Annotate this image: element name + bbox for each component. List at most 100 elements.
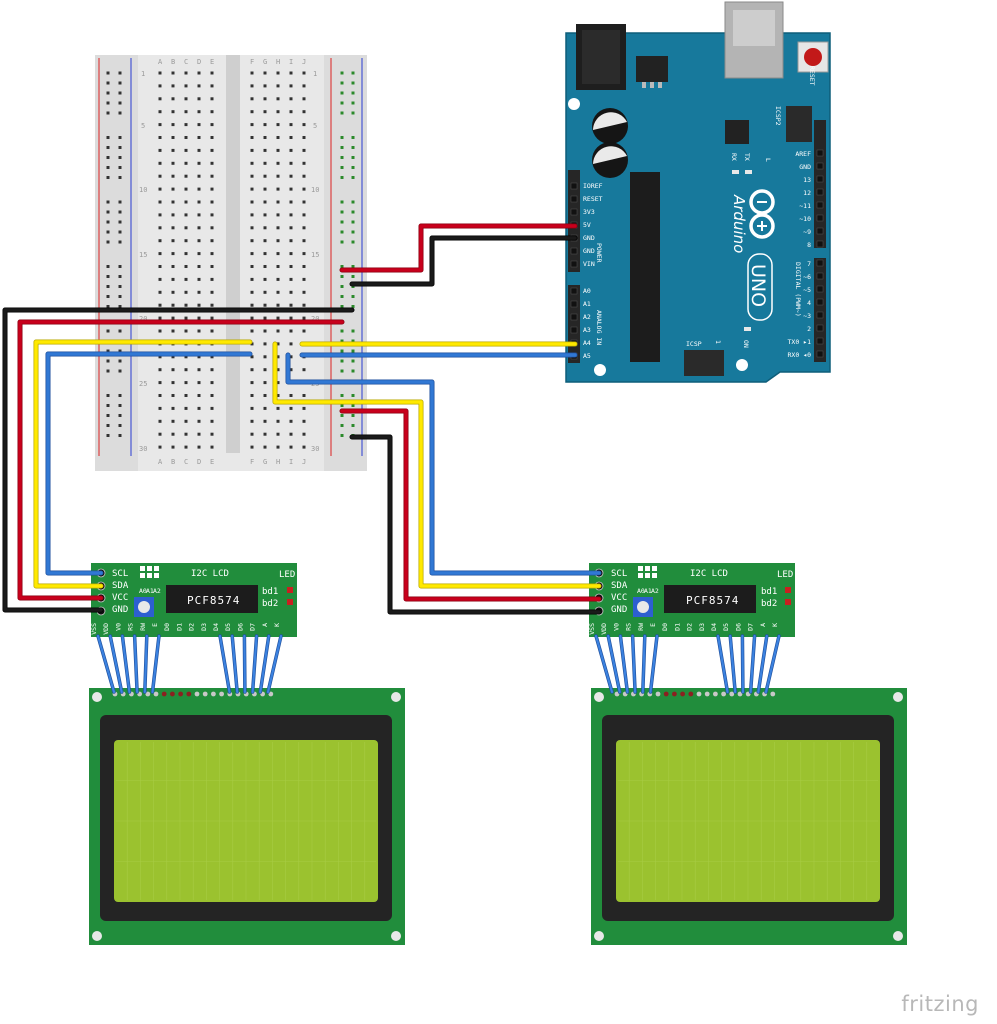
breadboard-column-letters-top: A B C D E F G H I J	[158, 58, 306, 66]
breadboard-hole	[197, 303, 201, 307]
l-label: L	[764, 158, 772, 162]
header-pin	[816, 272, 824, 280]
wire-gnd-arduino-to-rail[interactable]	[349, 235, 578, 287]
wire-5v-arduino-to-rail[interactable]	[339, 223, 578, 273]
digital-header-pins	[816, 149, 824, 358]
addr-label: A2	[153, 587, 161, 595]
breadboard-hole	[158, 187, 162, 191]
breadboard-hole	[158, 136, 162, 139]
breadboard-hole	[289, 329, 293, 333]
rail-hole	[118, 210, 122, 214]
breadboard-hole	[289, 200, 293, 204]
i2c-lcd-module-left: SCL SDA VCC GND A0 A1 A2 I2C LCD LED bd1…	[90, 563, 297, 637]
rail-hole	[106, 101, 110, 105]
breadboard-hole	[210, 84, 214, 88]
breadboard-hole	[171, 123, 175, 127]
rail-hole	[118, 176, 122, 179]
rail-hole	[340, 71, 344, 75]
breadboard-hole	[263, 432, 267, 436]
lcd-pin-label: D4	[212, 623, 220, 631]
breadboard-hole	[184, 419, 188, 423]
breadboard-hole	[184, 368, 188, 372]
header-pin	[570, 300, 578, 308]
breadboard-hole	[184, 213, 188, 217]
lcd-pad	[680, 691, 685, 697]
rail-hole	[340, 156, 344, 159]
rail-hole	[118, 146, 122, 149]
breadboard-hole	[263, 303, 267, 307]
breadboard-hole	[197, 161, 201, 165]
rail-hole	[351, 200, 355, 204]
breadboard-hole	[171, 110, 175, 114]
row-number: 10	[139, 186, 147, 194]
breadboard-hole	[289, 71, 293, 75]
ribbon-wire	[649, 634, 659, 694]
wires	[2, 223, 781, 694]
ribbon-wire	[133, 634, 139, 694]
icsp-label: ICSP	[686, 340, 702, 348]
ribbon-wire	[259, 634, 270, 694]
rail-hole	[118, 166, 122, 169]
rail-hole	[118, 200, 122, 204]
lcd-pin-label: D3	[200, 623, 208, 631]
led-pin-label: bd2	[761, 599, 777, 609]
breadboard-hole	[197, 84, 201, 88]
breadboard-hole	[171, 277, 175, 281]
breadboard-hole	[263, 97, 267, 101]
ribbon-wire	[151, 634, 161, 694]
col-letter: D	[197, 458, 201, 466]
breadboard-hole	[250, 148, 254, 152]
breadboard-hole	[289, 213, 293, 217]
addr-label: A1	[644, 587, 652, 595]
rail-hole	[118, 136, 122, 139]
breadboard-hole	[250, 316, 254, 320]
breadboard-hole	[184, 252, 188, 256]
breadboard-hole	[250, 406, 254, 410]
breadboard-hole	[263, 277, 267, 281]
breadboard-hole	[184, 394, 188, 397]
rail-hole	[340, 329, 344, 333]
rail-hole	[106, 305, 110, 308]
breadboard-hole	[263, 161, 267, 165]
breadboard-hole	[250, 342, 254, 346]
breadboard-hole	[210, 368, 214, 372]
breadboard-hole	[289, 174, 293, 178]
lcd-pin-label: D5	[722, 623, 730, 631]
ribbon-wire	[631, 634, 637, 694]
breadboard-hole	[158, 226, 162, 230]
header-pin	[816, 214, 824, 222]
lcd-pin-label: D1	[175, 623, 183, 631]
header-pin	[816, 324, 824, 332]
lcd-pin-label: RS	[625, 623, 633, 631]
breadboard-hole	[302, 419, 306, 423]
rail-hole	[106, 265, 110, 268]
breadboard-hole	[302, 187, 306, 191]
addr-label: A2	[651, 587, 659, 595]
breadboard-hole	[197, 265, 201, 268]
breadboard-hole	[210, 290, 214, 294]
breadboard-hole	[210, 226, 214, 230]
lcd-pin-label: D2	[686, 623, 694, 631]
breadboard-hole	[197, 136, 201, 139]
breadboard-hole	[250, 419, 254, 423]
tx-label: TX	[743, 153, 751, 161]
ribbon-wire	[143, 634, 148, 694]
row-number: 20	[311, 315, 319, 323]
col-letter: J	[302, 58, 306, 66]
breadboard-hole	[158, 252, 162, 256]
rail-hole	[340, 81, 344, 85]
lcd-pad	[770, 691, 776, 697]
breadboard-holes	[106, 71, 355, 449]
breadboard-hole	[263, 136, 267, 139]
breadboard-hole	[289, 252, 293, 256]
breadboard-hole	[250, 265, 254, 268]
breadboard-hole	[184, 265, 188, 268]
lcd-pin-label: D4	[710, 623, 718, 631]
rail-hole	[118, 295, 122, 298]
breadboard-hole	[289, 123, 293, 127]
lcd-display-right	[591, 688, 907, 945]
ribbon-wire	[607, 634, 621, 694]
rail-hole	[106, 414, 110, 417]
breadboard-hole	[197, 277, 201, 281]
breadboard-hole	[171, 226, 175, 230]
